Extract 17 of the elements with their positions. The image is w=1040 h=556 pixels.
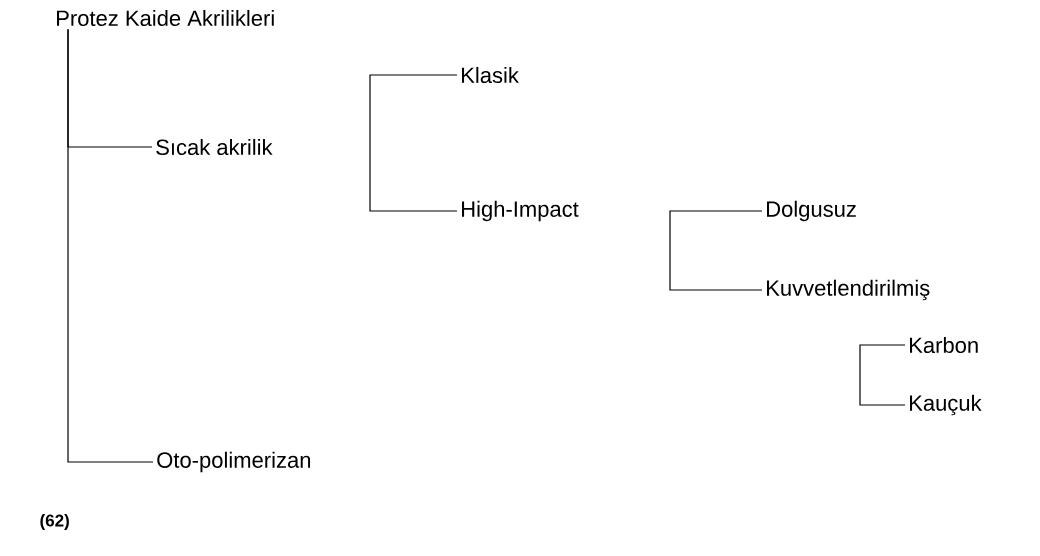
connector-line [369, 74, 458, 144]
connector-line [859, 374, 906, 406]
connector-line [67, 28, 154, 463]
node-label: Klasik [462, 66, 519, 84]
node-label: Dolgusuz [767, 200, 856, 222]
node-label: Protez Kaide Akrilikleri [57, 9, 274, 27]
connector-line [369, 142, 458, 212]
node-label: Kauçuk [910, 394, 982, 416]
node-label: High-Impact [462, 200, 579, 222]
figure-number: (62) [40, 514, 69, 530]
node-label: Kuvvetlendirilmiş [767, 279, 930, 301]
node-label: Oto-polimerizan [157, 451, 311, 473]
node-label: Karbon [910, 336, 978, 354]
node-label: Sıcak akrilik [156, 138, 273, 156]
connector-line [669, 210, 763, 251]
connector-line [859, 344, 906, 376]
connector-line [669, 249, 763, 291]
